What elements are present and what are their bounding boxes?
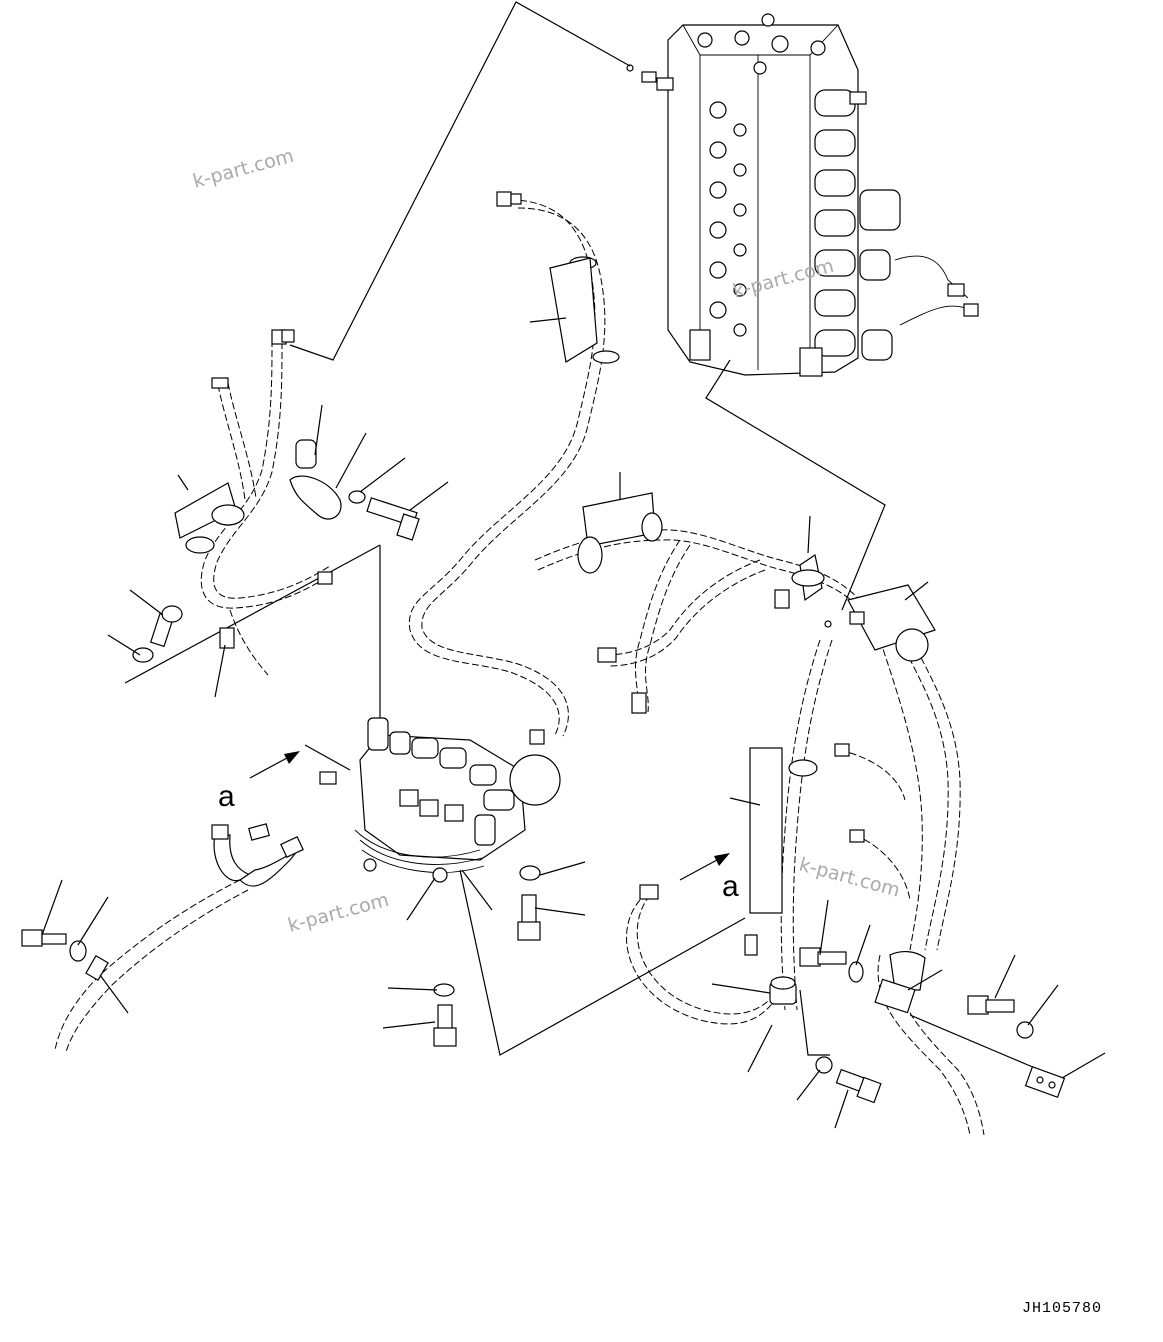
right-hose-group (534, 492, 985, 1136)
part-leader-lines (41, 317, 1106, 1129)
solenoid-valve-block (354, 717, 561, 873)
fasteners-lower-center (21, 858, 541, 1047)
watermark-bottom-left: k-part.com (286, 889, 392, 937)
watermark-top-left: k-part.com (191, 145, 297, 193)
lower-left-hoses (54, 771, 337, 1053)
left-hose-assembly (174, 329, 342, 676)
view-label-right: a (722, 870, 739, 903)
drawing-code: JH105780 (1022, 1300, 1102, 1317)
fasteners-upper-left (132, 490, 420, 663)
reference-lines (124, 1, 1036, 1069)
view-arrows (249, 751, 730, 881)
center-hose (408, 191, 620, 745)
fasteners-lower-right (769, 947, 1066, 1104)
watermark-bottom-right: k-part.com (797, 854, 903, 902)
main-control-valve (626, 13, 979, 377)
view-label-left: a (218, 780, 235, 813)
